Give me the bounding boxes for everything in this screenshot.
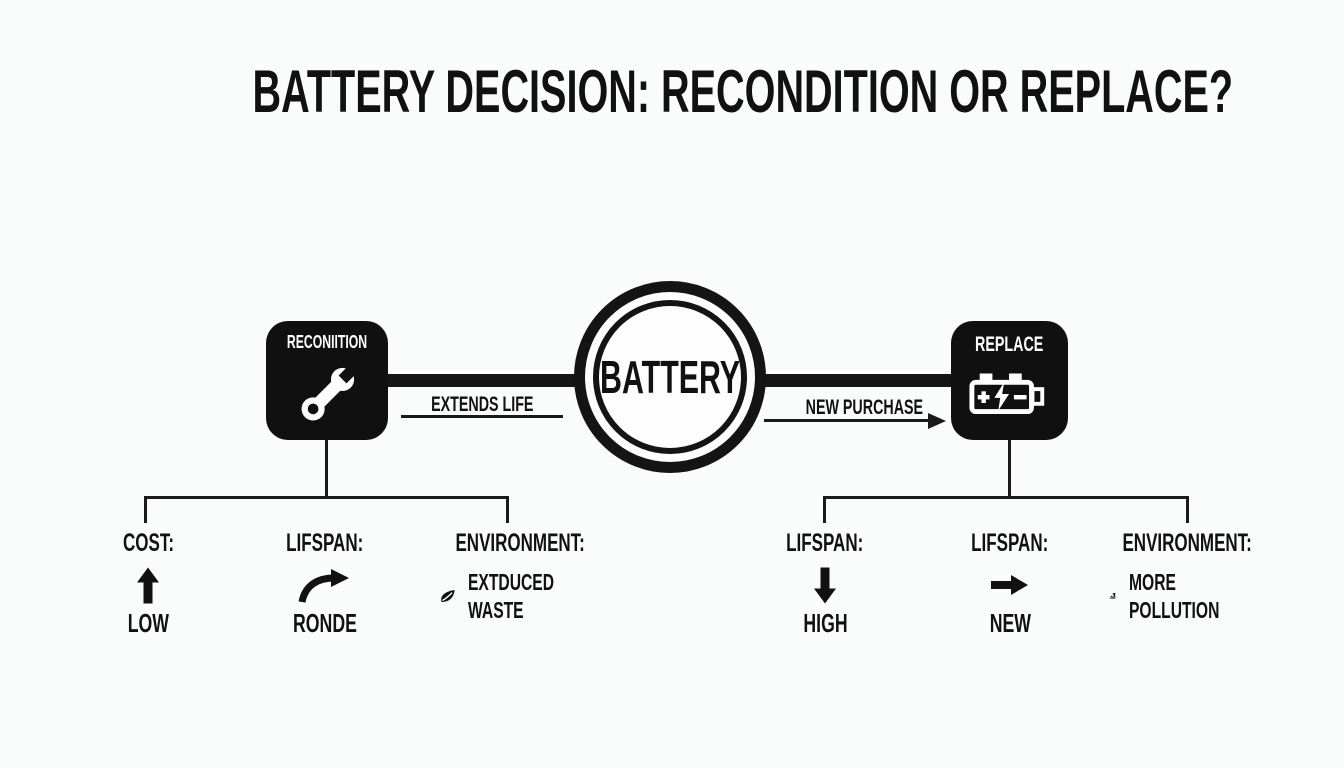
extends-life-line [401,415,563,418]
connector-bar-right [760,374,953,387]
attribute-environment-left: ENVIRONMENT: EXTDUCED WASTE [425,531,595,624]
extends-life-label: EXTENDS LIFE [430,393,534,416]
page-title: BATTERY DECISION: RECONDITION OR REPLACE… [252,58,1234,125]
arrow-up-icon [88,565,208,605]
attribute-lifespan-left: LIFSPAN: RONDE [265,531,385,637]
recondition-stem-line [325,440,328,498]
right-bracket-line [823,496,1189,499]
left-bracket-tick-2 [506,496,509,523]
left-bracket-line [144,496,509,499]
attribute-lifespan-right-1: LIFSPAN: HIGH [765,531,885,637]
replace-stem-line [1008,440,1011,498]
replace-box: REPLACE [951,321,1068,440]
battery-node: BATTERY [574,281,766,473]
recondition-box: RECONIITION [266,321,388,440]
leaf-icon [441,590,455,602]
factory-icon [1110,592,1116,599]
replace-box-label: REPLACE [975,333,1044,356]
curved-arrow-icon [265,565,385,605]
attribute-cost: COST: LOW [88,531,208,637]
left-bracket-tick-1 [144,496,147,523]
connector-bar-left [386,374,582,387]
recondition-box-label: RECONIITION [286,332,368,352]
attribute-lifespan-right-2: LIFSPAN: NEW [950,531,1070,637]
arrowhead-right-icon [928,412,946,429]
attribute-environment-right: ENVIRONMENT: MORE POLLUTION [1092,531,1262,624]
battery-node-inner-ring: BATTERY [593,300,747,454]
wrench-icon [301,364,358,421]
new-purchase-label: NEW PURCHASE [805,396,924,419]
battery-icon [968,373,1044,415]
right-bracket-tick-1 [823,496,826,523]
arrow-down-icon [765,565,885,605]
battery-node-label: BATTERY [600,351,741,403]
right-bracket-tick-2 [1186,496,1189,523]
arrow-right-icon [950,565,1070,605]
new-purchase-line [764,419,930,422]
